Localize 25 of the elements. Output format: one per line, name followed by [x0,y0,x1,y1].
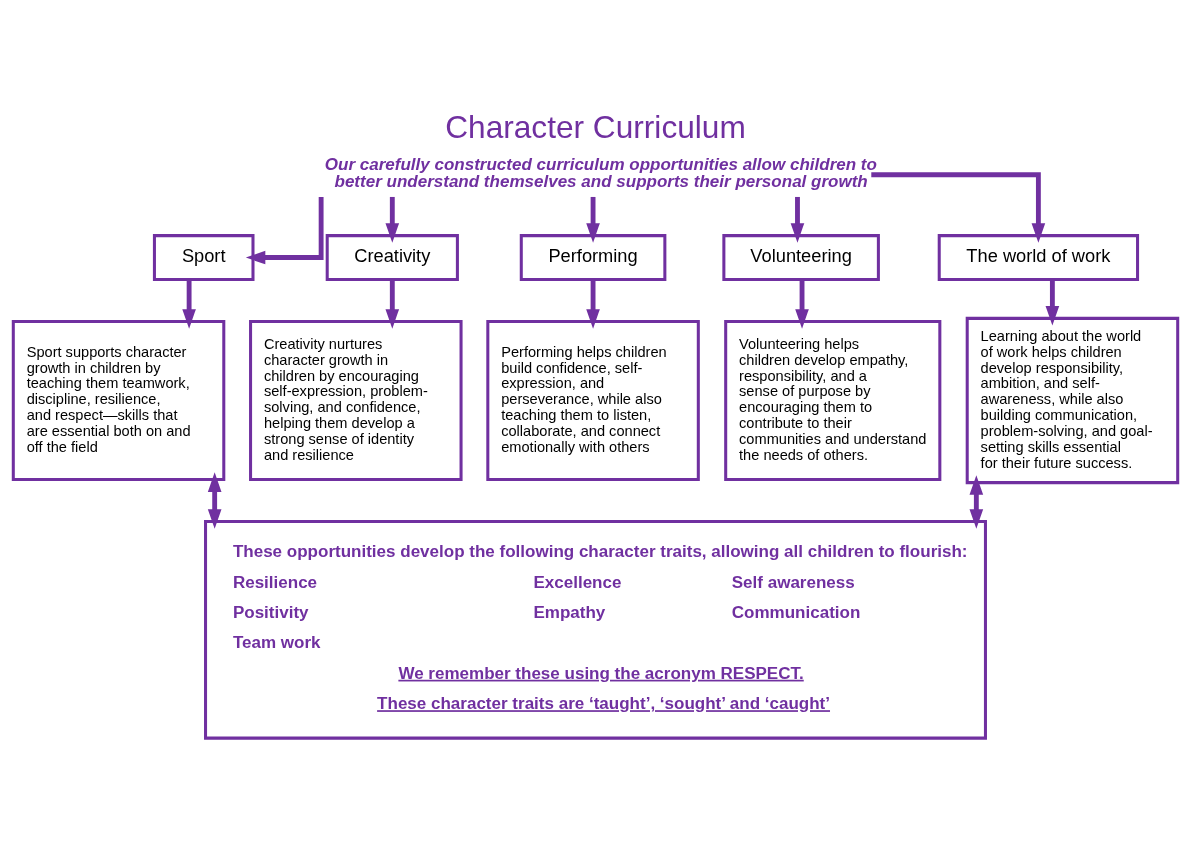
diagram-title: Character Curriculum [445,109,746,146]
arrow [871,172,1046,243]
node-box: Performing helps children build confidence, self-expression, and perseverance, while also teaching them to listen, collaborate, and connect emotionally with others [486,319,700,482]
arrow [586,196,600,243]
arrow [1045,279,1060,326]
arrow [182,279,196,329]
node-box: The world of work [937,234,1140,281]
node-box: Performing [519,234,667,281]
arrow [385,279,400,329]
arrow [969,475,984,529]
arrow [586,279,600,329]
arrow [385,196,400,243]
arrow [790,196,805,243]
node-box: Creativity nurtures character growth in children by encouraging self-expression, problem-solving, and confidence, helping them develop a strong sense of identity and resilience [249,319,463,482]
node-box: These opportunities develop the following character traits, allowing all children to flourish: Resilience Excellence Self awareness Positivity Empathy Communication Team work We remember these using the acronym RESPECT. These character traits are ‘taught’, ‘sought’ and ‘caught’ [204,520,987,740]
arrow [795,279,809,329]
node-box: Creativity [325,234,459,281]
node-box: Learning about the world of work helps children develop responsibility, ambition, and self-awareness, while also building communication, problem-solving, and goal-setting skills essential for their future success. [965,316,1180,485]
arrow [245,196,324,265]
node-box: Sport supports character growth in children by teaching them teamwork, discipline, resilience, and respect—skills that are essential both on and off the field [11,319,226,482]
arrow [207,472,222,529]
node-text: Our carefully constructed curriculum opportunities allow children to better understand themselves and supports their personal growth [324,155,877,192]
node-box: Sport [152,234,255,281]
node-box: Volunteering helps children develop empathy, responsibility, and a sense of purpose by encouraging them to contribute to their communities and understand the needs of others. [724,319,942,482]
node-box: Volunteering [722,234,880,281]
